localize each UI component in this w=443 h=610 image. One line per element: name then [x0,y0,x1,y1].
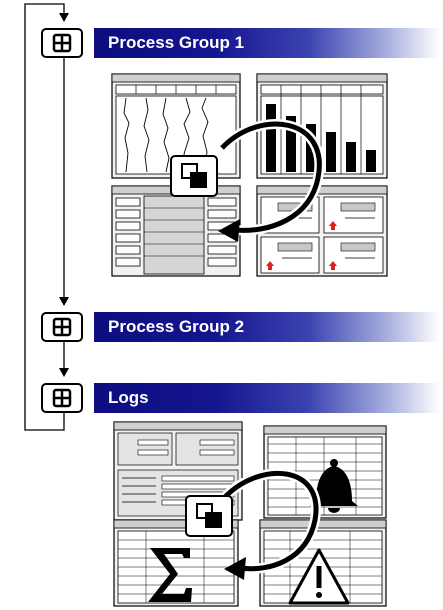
grid-button-icon [41,312,83,342]
cycle-arrow [220,468,322,580]
process-group-1-banner[interactable]: Process Group 1 [94,28,440,58]
logs-button[interactable] [41,383,83,413]
alarm-window [256,185,388,277]
process-group-1-screens [111,73,388,277]
sum-log-window [113,519,239,607]
sigma-icon [148,548,192,602]
process-group-2-button[interactable] [41,312,83,342]
cycle-arrow [218,119,325,242]
logs-label: Logs [108,388,149,407]
warning-triangle-icon [288,548,350,605]
window-switch-icon [170,155,218,197]
window-switch-icon [185,495,233,537]
process-group-2-label: Process Group 2 [108,317,245,336]
logs-banner[interactable]: Logs [94,383,440,413]
logs-screens [113,421,387,607]
form-window [113,421,243,521]
process-group-2-banner[interactable]: Process Group 2 [94,312,440,342]
grid-button-icon [41,28,83,58]
process-group-1-button[interactable] [41,28,83,58]
process-group-1-label: Process Group 1 [108,33,245,52]
grid-button-icon [41,383,83,413]
bell-icon [310,459,358,513]
